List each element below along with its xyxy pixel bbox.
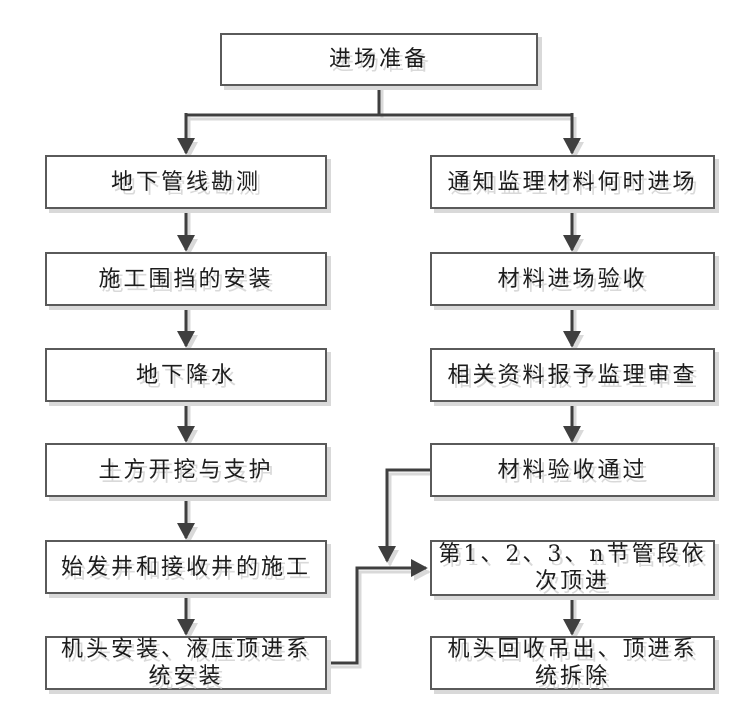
flow-node-enclosure-install: 施工围挡的安装 (45, 252, 327, 306)
flow-node-machine-head-removal: 机头回收吊出、顶进系 统拆除 (430, 636, 715, 690)
node-label: 通知监理材料何时进场 (447, 169, 698, 195)
flow-node-pipe-jacking-sequence: 第1、2、3、n节管段依 次顶进 (430, 540, 715, 596)
flow-node-dewatering: 地下降水 (45, 348, 327, 402)
node-label: 始发井和接收井的施工 (60, 554, 311, 580)
node-label: 土方开挖与支护 (98, 457, 274, 483)
flow-node-material-acceptance: 材料进场验收 (430, 252, 715, 306)
node-label: 进场准备 (328, 47, 429, 72)
node-label: 地下管线勘测 (110, 169, 261, 195)
flow-node-pipeline-survey: 地下管线勘测 (45, 155, 327, 209)
flow-node-shaft-construction: 始发井和接收井的施工 (45, 540, 327, 594)
flow-node-machine-head-install: 机头安装、液压顶进系 统安装 (45, 636, 327, 690)
node-label: 地下降水 (135, 362, 236, 388)
flow-node-acceptance-passed: 材料验收通过 (430, 443, 715, 497)
connector-machinehead-to-jacking (327, 559, 428, 665)
node-label: 材料进场验收 (497, 266, 648, 292)
flow-node-entry-preparation: 进场准备 (220, 33, 538, 86)
flow-node-document-review: 相关资料报予监理审查 (430, 348, 715, 402)
connector-acceptance-to-jacking (378, 468, 431, 563)
node-label: 机头安装、液压顶进系 统安装 (60, 637, 311, 689)
flow-node-notify-supervisor: 通知监理材料何时进场 (430, 155, 715, 209)
flow-node-excavation-support: 土方开挖与支护 (45, 443, 327, 497)
node-label: 机头回收吊出、顶进系 统拆除 (447, 637, 698, 689)
node-label: 相关资料报予监理审查 (447, 362, 698, 388)
node-label: 材料验收通过 (497, 457, 648, 483)
node-label: 第1、2、3、n节管段依 次顶进 (438, 542, 707, 594)
node-label: 施工围挡的安装 (98, 266, 274, 292)
